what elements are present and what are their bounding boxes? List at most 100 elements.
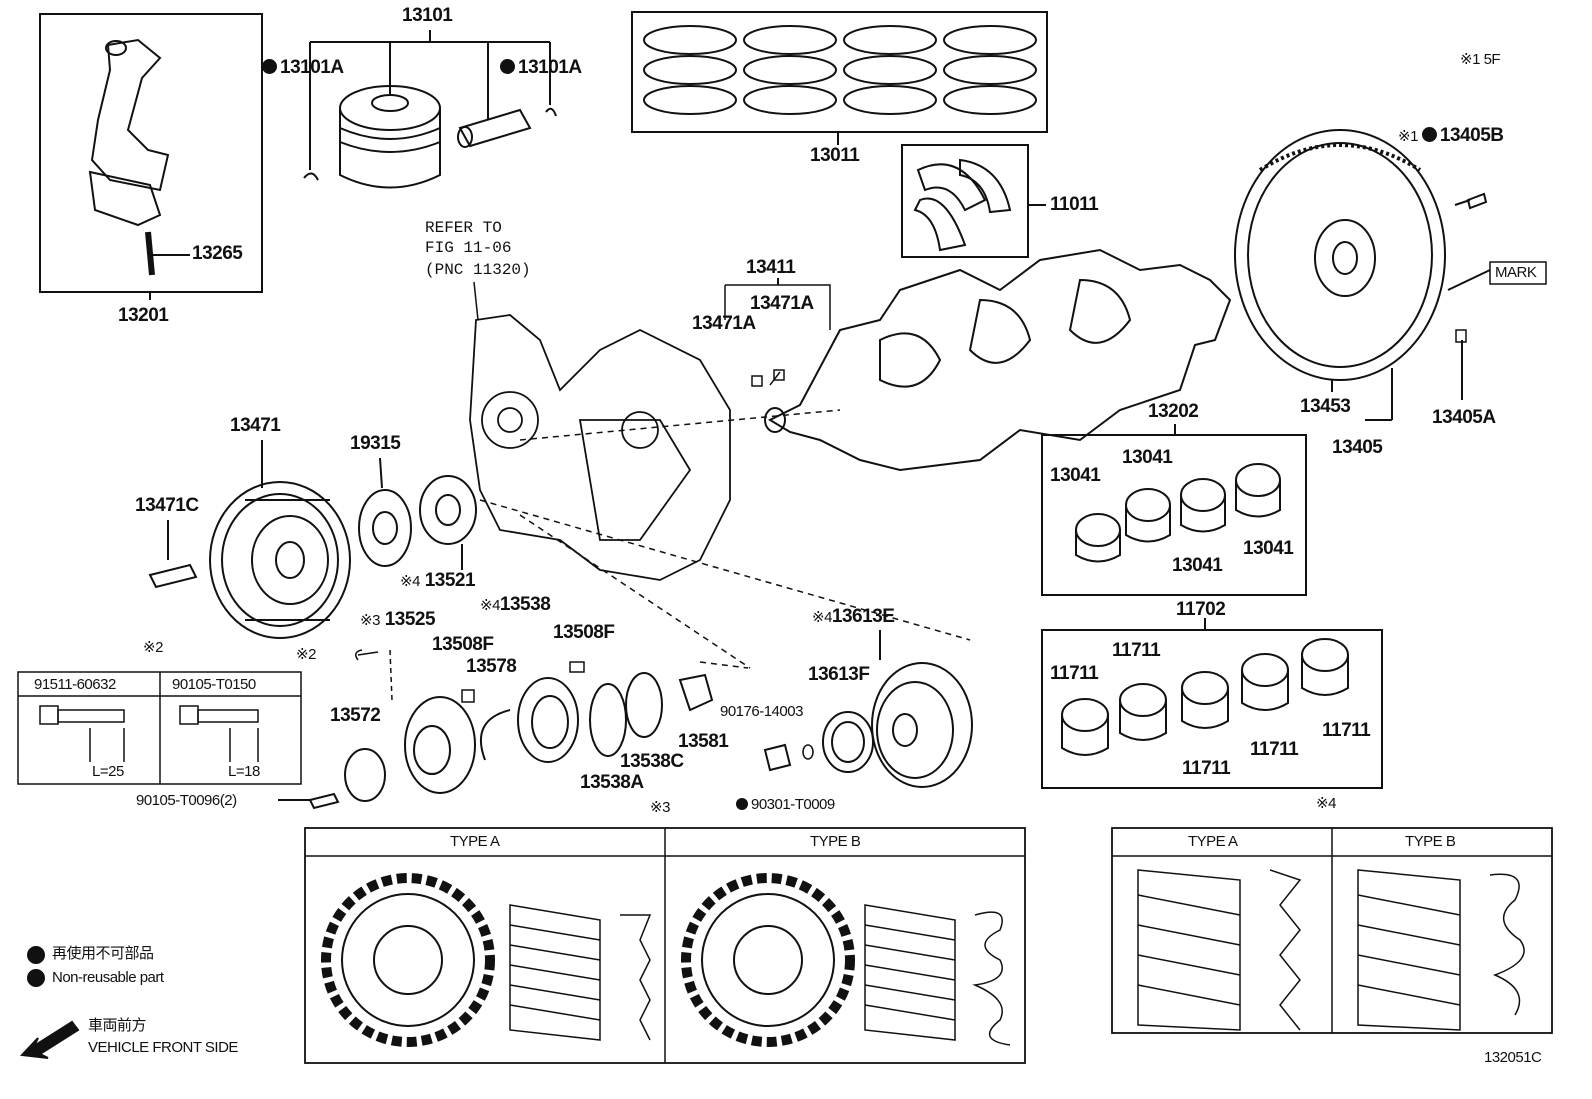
sprocket-type-a (321, 873, 495, 1047)
label-text: 90301-T0009 (751, 796, 835, 813)
refer-line-1: REFER TO (425, 219, 502, 237)
gear-section-a (1137, 869, 1302, 1031)
label-13202: 13202 (1148, 401, 1199, 422)
label-13538C: 13538C (620, 751, 684, 772)
label-13101: 13101 (402, 5, 453, 26)
crankshaft-drawing (764, 248, 1232, 472)
piston-pin-drawing (457, 108, 532, 148)
note-mark: ※4 (812, 609, 832, 626)
seal-13613F-drawing (822, 711, 874, 773)
note-mark: ※4 (400, 573, 420, 590)
label-11702: 11702 (1176, 599, 1226, 620)
label-90105-T0096: 90105-T0096(2) (136, 792, 237, 809)
label-13453: 13453 (1300, 396, 1351, 417)
label-13471: 13471 (230, 415, 281, 436)
label-11711-e: 11711 (1322, 720, 1371, 741)
refer-line-3: (PNC 11320) (425, 261, 531, 279)
label-13613F: 13613F (808, 664, 870, 685)
label-text: 13613E (831, 606, 895, 627)
non-reusable-dot-icon (500, 59, 515, 74)
piston-drawing (339, 85, 441, 189)
label-13405B: ※1 13405B (1398, 125, 1504, 146)
bolt-table-header-1: 91511-60632 (34, 676, 116, 693)
label-13471A-b: 13471A (750, 293, 814, 314)
oil-seal-13538-drawing (517, 677, 579, 763)
label-13471A-a: 13471A (692, 313, 756, 334)
note-4: ※4 (1316, 795, 1336, 812)
rings-box (631, 11, 1048, 133)
tooth-section-b (864, 904, 1011, 1046)
label-90176-14003: 90176-14003 (720, 703, 803, 720)
non-reusable-dot-icon (262, 59, 277, 74)
figure-id: 132051C (1484, 1049, 1542, 1066)
label-11711-c: 11711 (1182, 758, 1231, 779)
label-13538A: 13538A (580, 772, 644, 793)
connecting-rod-drawing (88, 38, 170, 276)
bolt-table-header-2: 90105-T0150 (172, 676, 256, 693)
crank-pulley-drawing (209, 481, 351, 639)
label-13405A: 13405A (1432, 407, 1496, 428)
label-13581: 13581 (678, 731, 729, 752)
label-13041-b: 13041 (1122, 447, 1173, 468)
note-3: ※3 (650, 799, 670, 816)
crank-timing-gear-drawing (419, 475, 477, 545)
type-a-header-2: TYPE A (1188, 833, 1238, 850)
type-a-header-1: TYPE A (450, 833, 500, 850)
tooth-section-a (509, 904, 652, 1041)
label-text: 13525 (384, 609, 436, 630)
label-13101A-left: 13101A (262, 58, 344, 77)
note-mark: ※4 (480, 597, 500, 614)
label-13572: 13572 (330, 705, 381, 726)
sensor-plate-drawing (358, 489, 412, 567)
piston-rings (643, 25, 1037, 115)
front-side-japanese: 車両前方 (88, 1017, 147, 1034)
label-13405: 13405 (1332, 437, 1383, 458)
non-reusable-dot-icon (1421, 127, 1437, 142)
bolt-length-1: L=25 (92, 763, 124, 780)
label-13471C: 13471C (135, 495, 199, 516)
note-mark: ※1 (1398, 128, 1418, 145)
note-1-5f: ※1 5F (1460, 51, 1501, 68)
crank-bearings (1075, 463, 1281, 563)
type-b-header-2: TYPE B (1405, 833, 1456, 850)
front-arrow-icon (19, 1020, 80, 1059)
oil-pump-gear-drawing (404, 696, 476, 794)
label-11711-b: 11711 (1112, 640, 1161, 661)
label-19315: 19315 (350, 433, 401, 454)
label-13041-a: 13041 (1050, 465, 1101, 486)
thrust-washer-box (901, 144, 1029, 258)
non-reusable-dot-icon (736, 798, 748, 810)
type-b-header-1: TYPE B (810, 833, 861, 850)
note-2: ※2 (143, 639, 163, 656)
label-text: 13405B (1439, 125, 1504, 146)
label-13011: 13011 (810, 145, 860, 166)
legend-english: Non-reusable part (52, 969, 164, 986)
label-11011: 11011 (1050, 194, 1099, 215)
label-90301-T0009: 90301-T0009 (736, 797, 835, 812)
bolt-length-2: L=18 (228, 763, 260, 780)
label-13613E: ※413613E (812, 606, 895, 627)
plate-13572-drawing (344, 748, 386, 802)
label-13101A-right: 13101A (500, 58, 582, 77)
label-text: 13101A (280, 57, 344, 78)
label-mark: MARK (1495, 264, 1537, 281)
conrod-bearings (1061, 638, 1349, 756)
label-13201: 13201 (118, 305, 169, 326)
legend-japanese: 再使用不可部品 (52, 945, 154, 962)
label-13041-c: 13041 (1172, 555, 1223, 576)
bolt-note-2: ※2 (296, 646, 316, 663)
label-13411: 13411 (746, 257, 796, 278)
label-text: 13101A (518, 57, 582, 78)
conrod-bearing-box (1041, 629, 1383, 789)
label-text: 13538 (499, 594, 551, 615)
label-13508F-b: 13508F (553, 622, 615, 643)
timing-housing-drawing (469, 314, 731, 581)
note-mark: ※3 (360, 612, 380, 629)
label-13525: ※3 13525 (360, 609, 436, 630)
label-13041-d: 13041 (1243, 538, 1294, 559)
label-13508F-a: 13508F (432, 634, 494, 655)
label-text: 13521 (424, 570, 476, 591)
label-13538: ※413538 (480, 594, 551, 615)
label-13265: 13265 (192, 243, 243, 264)
